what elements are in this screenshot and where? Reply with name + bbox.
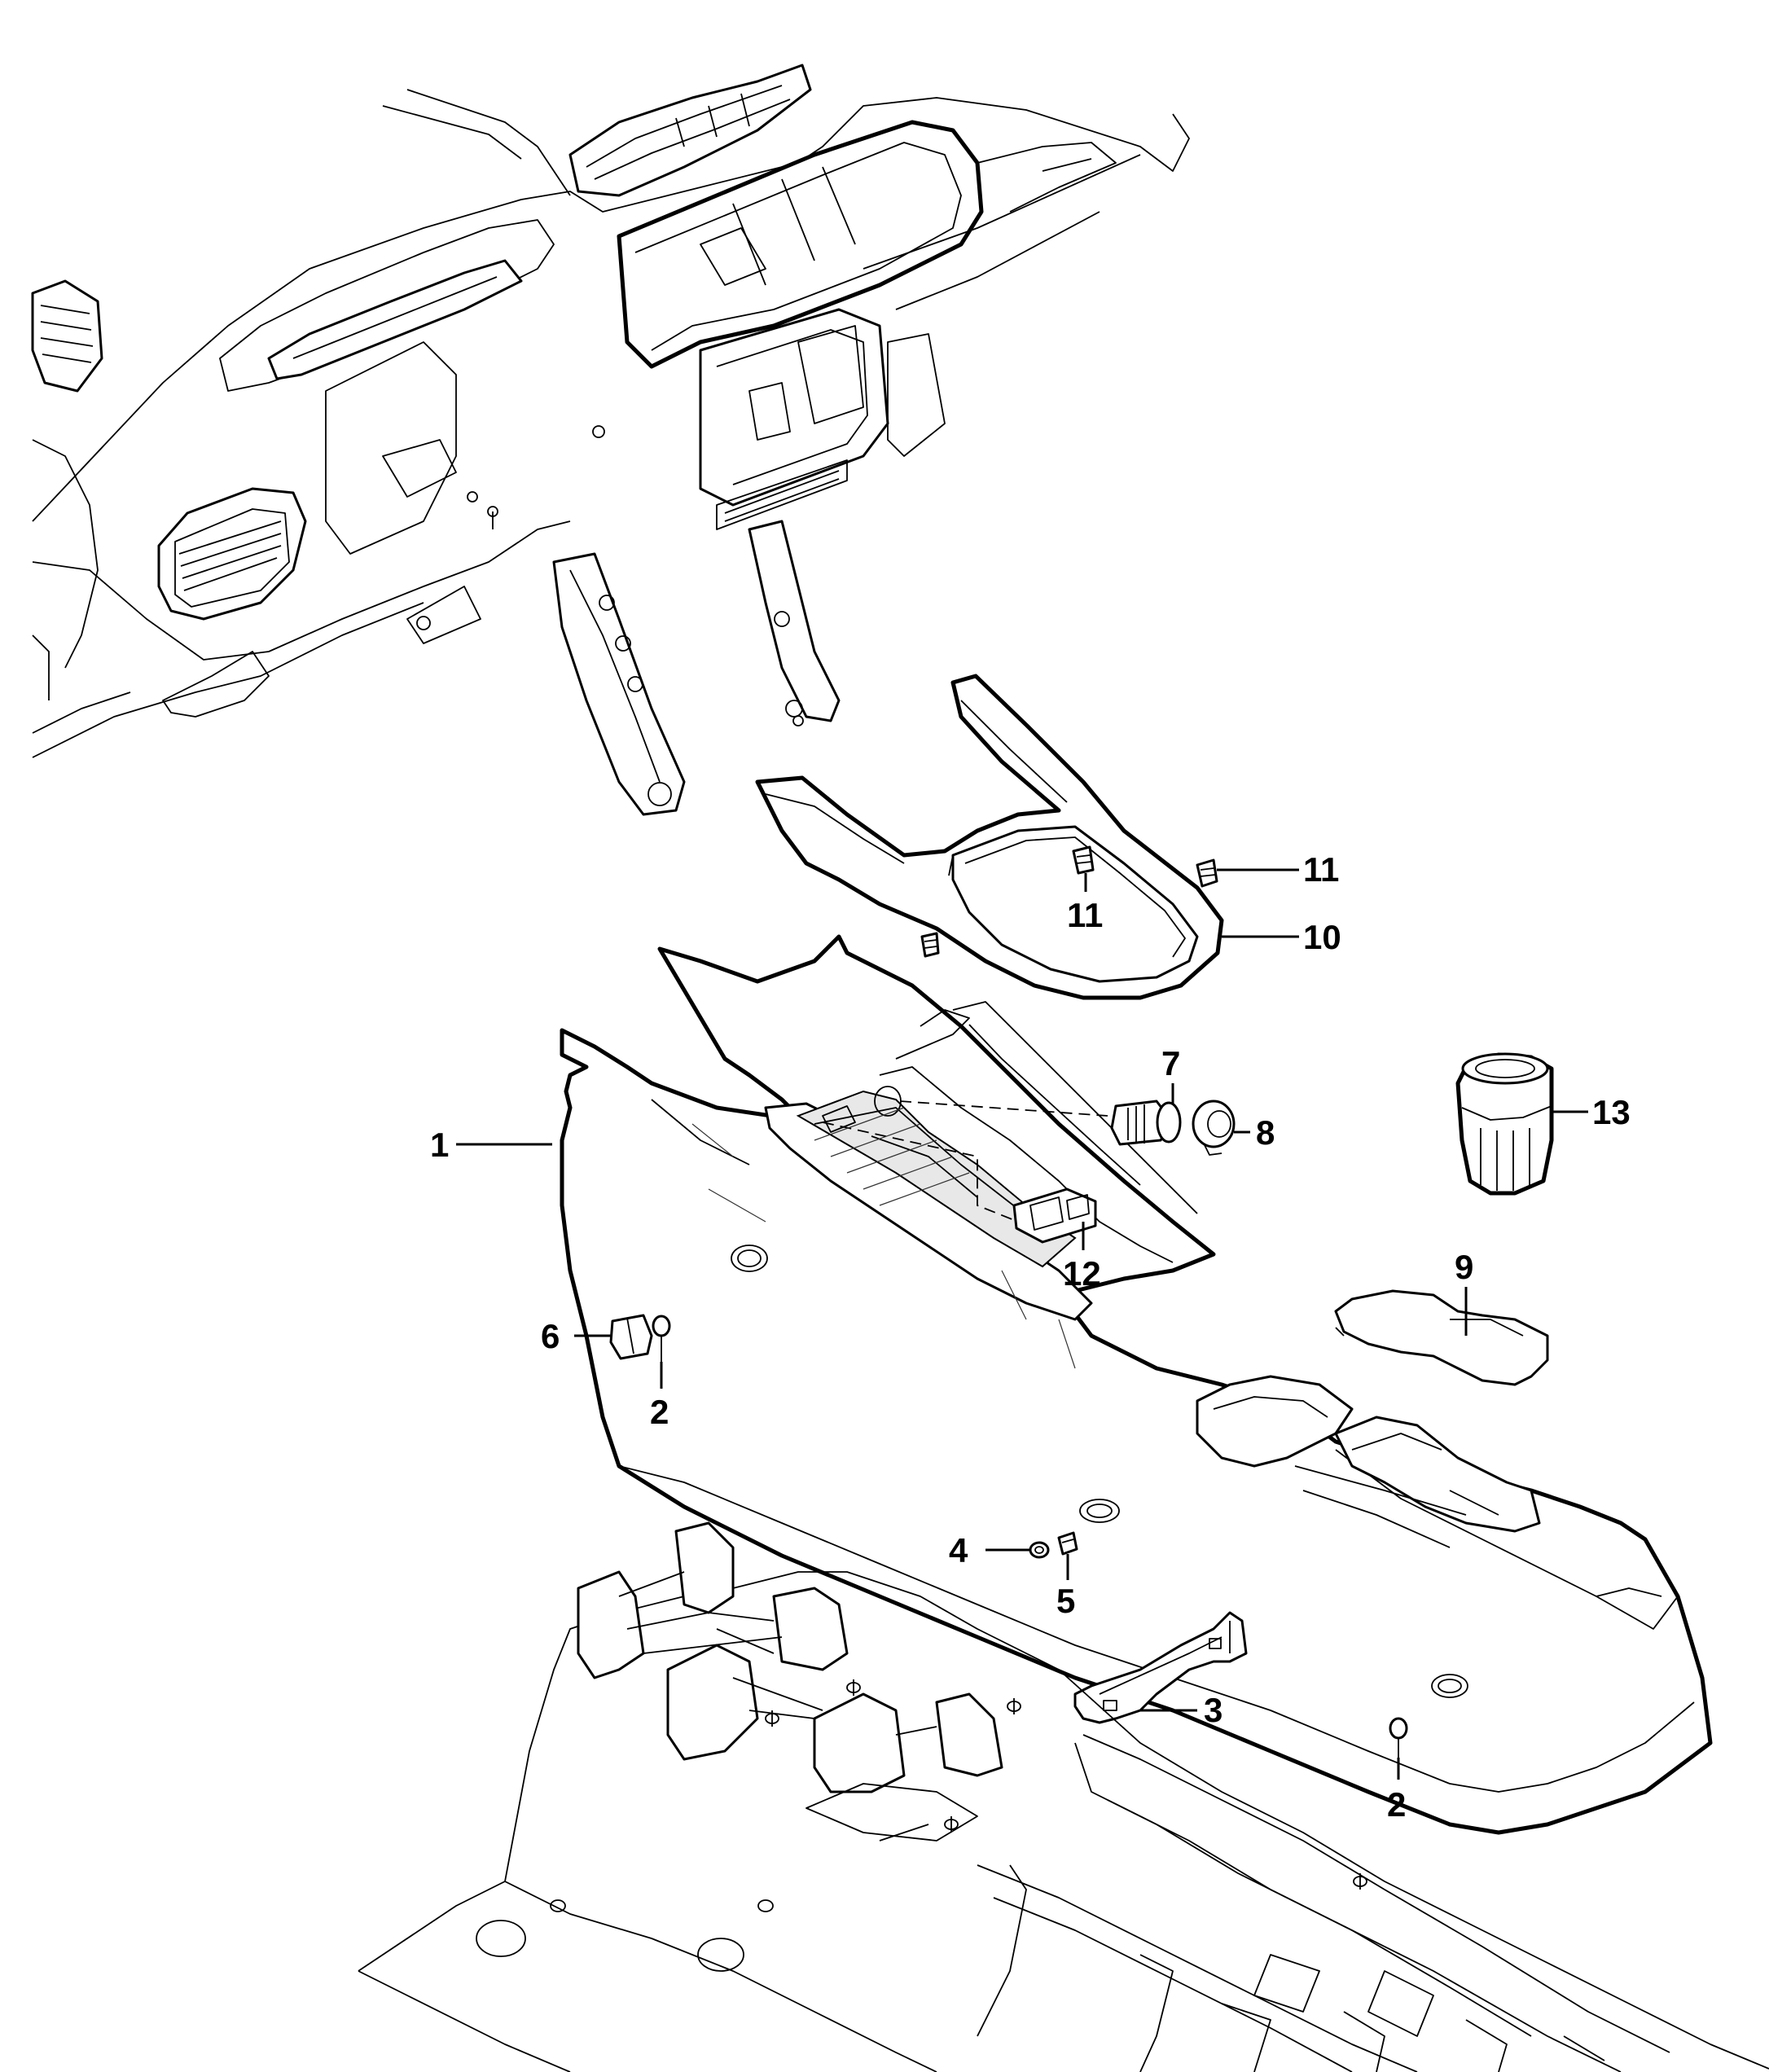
rear-bracket-part [1073,1611,1248,1724]
clip-nut-part [1057,1531,1078,1556]
callout-5: 5 [1056,1582,1075,1620]
callout-10: 10 [1303,918,1341,956]
callout-4: 4 [949,1531,968,1569]
callout-13: 13 [1592,1093,1631,1131]
callout-11-inner: 11 [1067,896,1103,934]
callout-11-outer: 11 [1303,850,1339,889]
cup-holder-mat-part [1334,1289,1549,1386]
callout-3: 3 [1204,1691,1222,1729]
bolt-part [1029,1541,1050,1559]
side-plug-part [609,1314,653,1360]
callout-labels: 1 2 2 3 4 5 6 7 8 9 10 11 11 12 13 [430,850,1631,1824]
callout-12: 12 [1063,1254,1101,1293]
callout-6: 6 [541,1317,560,1355]
callout-9: 9 [1455,1248,1473,1286]
floor-pan [358,1521,1769,2072]
power-socket-part [1110,1100,1182,1146]
ashtray-cup-part [1455,1052,1554,1196]
instrument-panel [31,64,1190,816]
callout-7: 7 [1161,1044,1180,1082]
screw-left-part [652,1315,671,1362]
shifter-bezel-part [755,674,1224,1000]
callout-1: 1 [430,1126,449,1164]
screw-right-part [1389,1717,1408,1758]
leader-lines [456,868,1588,1780]
callout-2-right: 2 [1387,1785,1406,1824]
bezel-clips [920,845,1218,958]
socket-cap-part [1192,1100,1236,1156]
usb-switch-part [1012,1187,1097,1244]
callout-8: 8 [1256,1113,1275,1152]
callout-2-left: 2 [650,1393,669,1431]
